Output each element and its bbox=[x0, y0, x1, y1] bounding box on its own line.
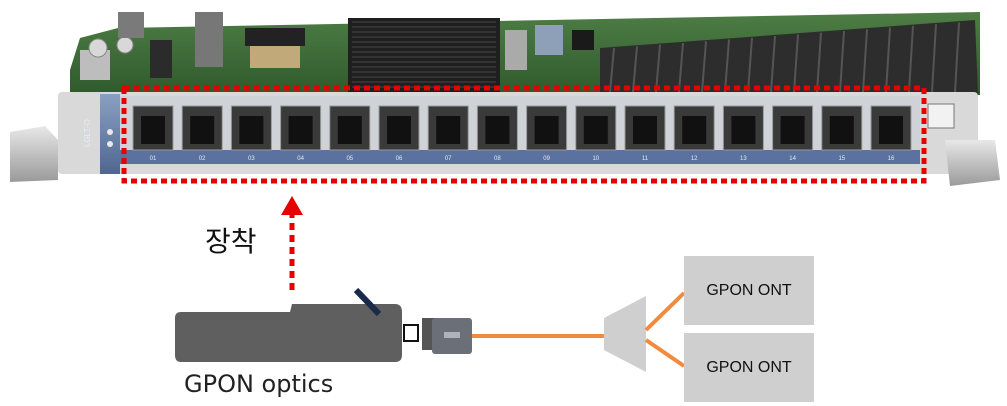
port-number: 09 bbox=[543, 156, 550, 162]
pon-port-socket bbox=[534, 116, 559, 144]
port-number: 06 bbox=[396, 156, 403, 162]
pon-port-socket bbox=[190, 116, 215, 144]
pon-port-socket bbox=[633, 116, 657, 144]
heatsink-fin bbox=[724, 39, 730, 93]
port-number: 02 bbox=[199, 156, 206, 162]
ejector-left[interactable] bbox=[10, 126, 58, 182]
ejector-right[interactable] bbox=[945, 140, 1000, 186]
line-card-icon: LGLT-O 01 02 03 04 05 06 07 08 09 10 11 12 13 14 15 16 bbox=[10, 12, 1000, 186]
heatsink-right bbox=[600, 20, 978, 95]
port-number: 13 bbox=[740, 156, 747, 162]
pon-ports bbox=[132, 105, 912, 151]
pon-port-socket bbox=[829, 116, 854, 144]
pon-port-socket bbox=[141, 116, 165, 144]
lc-connector-icon bbox=[422, 318, 472, 354]
heatsink-fin bbox=[655, 44, 661, 93]
heatsink-fin bbox=[931, 24, 937, 93]
heatsink-fin bbox=[908, 25, 914, 93]
heatsink-fin bbox=[678, 42, 684, 93]
port-number: 08 bbox=[494, 156, 501, 162]
heatsink-fin bbox=[839, 30, 845, 93]
port-number: 12 bbox=[691, 156, 698, 162]
attach-label: 장착 bbox=[205, 225, 257, 258]
pon-port-socket bbox=[239, 116, 264, 144]
ont-box-2: GPON ONT bbox=[684, 333, 814, 402]
port-number: 07 bbox=[445, 156, 452, 162]
heatsink-fin bbox=[701, 41, 707, 93]
pon-port-socket bbox=[731, 116, 756, 144]
led-pwr bbox=[107, 141, 113, 147]
heatsink-fin bbox=[885, 27, 891, 93]
fiber-branch-2 bbox=[644, 338, 686, 368]
ont-label: GPON ONT bbox=[706, 281, 792, 299]
optics-label: GPON optics bbox=[184, 370, 334, 398]
port-number: 01 bbox=[150, 156, 157, 162]
pon-port-socket bbox=[387, 116, 411, 144]
barcode bbox=[927, 103, 955, 129]
port-number: 03 bbox=[248, 156, 255, 162]
pon-port-socket bbox=[682, 116, 707, 144]
fiber-branch-1 bbox=[644, 291, 686, 332]
heatsink-fin bbox=[632, 46, 638, 93]
port-number: 15 bbox=[838, 156, 845, 162]
heatsink-fin bbox=[747, 37, 753, 93]
port-number: 16 bbox=[888, 156, 895, 162]
port-number: 05 bbox=[346, 156, 353, 162]
heatsink-fin bbox=[609, 47, 615, 93]
ont-label: GPON ONT bbox=[706, 358, 792, 376]
heatsink-fin bbox=[816, 32, 822, 93]
heatsink-fin bbox=[954, 22, 960, 93]
pon-port-labels: 01 02 03 04 05 06 07 08 09 10 11 12 13 14 15 16 bbox=[150, 156, 895, 162]
port-number: 10 bbox=[592, 156, 599, 162]
pon-port-socket bbox=[583, 116, 608, 144]
port-number: 11 bbox=[642, 156, 649, 162]
pon-port-socket bbox=[780, 116, 805, 144]
heatsink-fin bbox=[862, 29, 868, 93]
pon-port-socket bbox=[436, 116, 461, 144]
heatsink-fin bbox=[793, 34, 799, 93]
led-run bbox=[107, 129, 113, 135]
heatsink-main bbox=[348, 18, 500, 93]
port-number: 14 bbox=[789, 156, 796, 162]
sfp-module-icon bbox=[175, 287, 419, 362]
pon-port-socket bbox=[485, 116, 510, 144]
pon-port-socket bbox=[337, 116, 362, 144]
ont-box-1: GPON ONT bbox=[684, 256, 814, 325]
pon-port-socket bbox=[288, 116, 313, 144]
port-number: 04 bbox=[297, 156, 304, 162]
insert-arrow bbox=[281, 196, 303, 290]
port-highlight-box bbox=[121, 85, 927, 184]
heatsink-fin bbox=[770, 36, 776, 93]
pon-port-socket bbox=[879, 116, 903, 144]
faceplate-model-label: LGLT-O bbox=[83, 119, 92, 147]
splitter-icon bbox=[604, 296, 646, 372]
